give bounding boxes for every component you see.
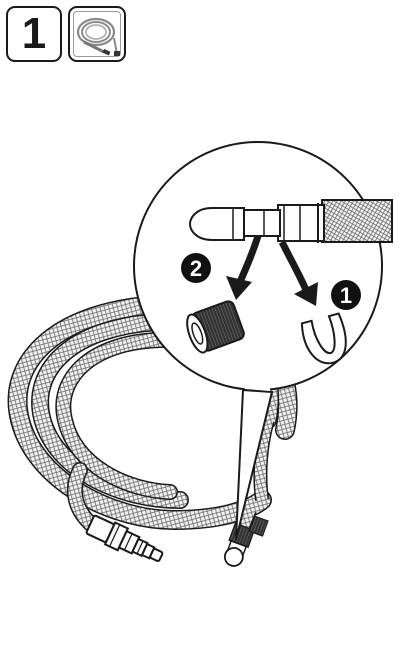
callout-badge-1: 1 (331, 280, 361, 310)
callout-label-2: 2 (190, 256, 202, 281)
callout-label-1: 1 (340, 283, 352, 308)
callout-badge-2: 2 (181, 253, 211, 283)
